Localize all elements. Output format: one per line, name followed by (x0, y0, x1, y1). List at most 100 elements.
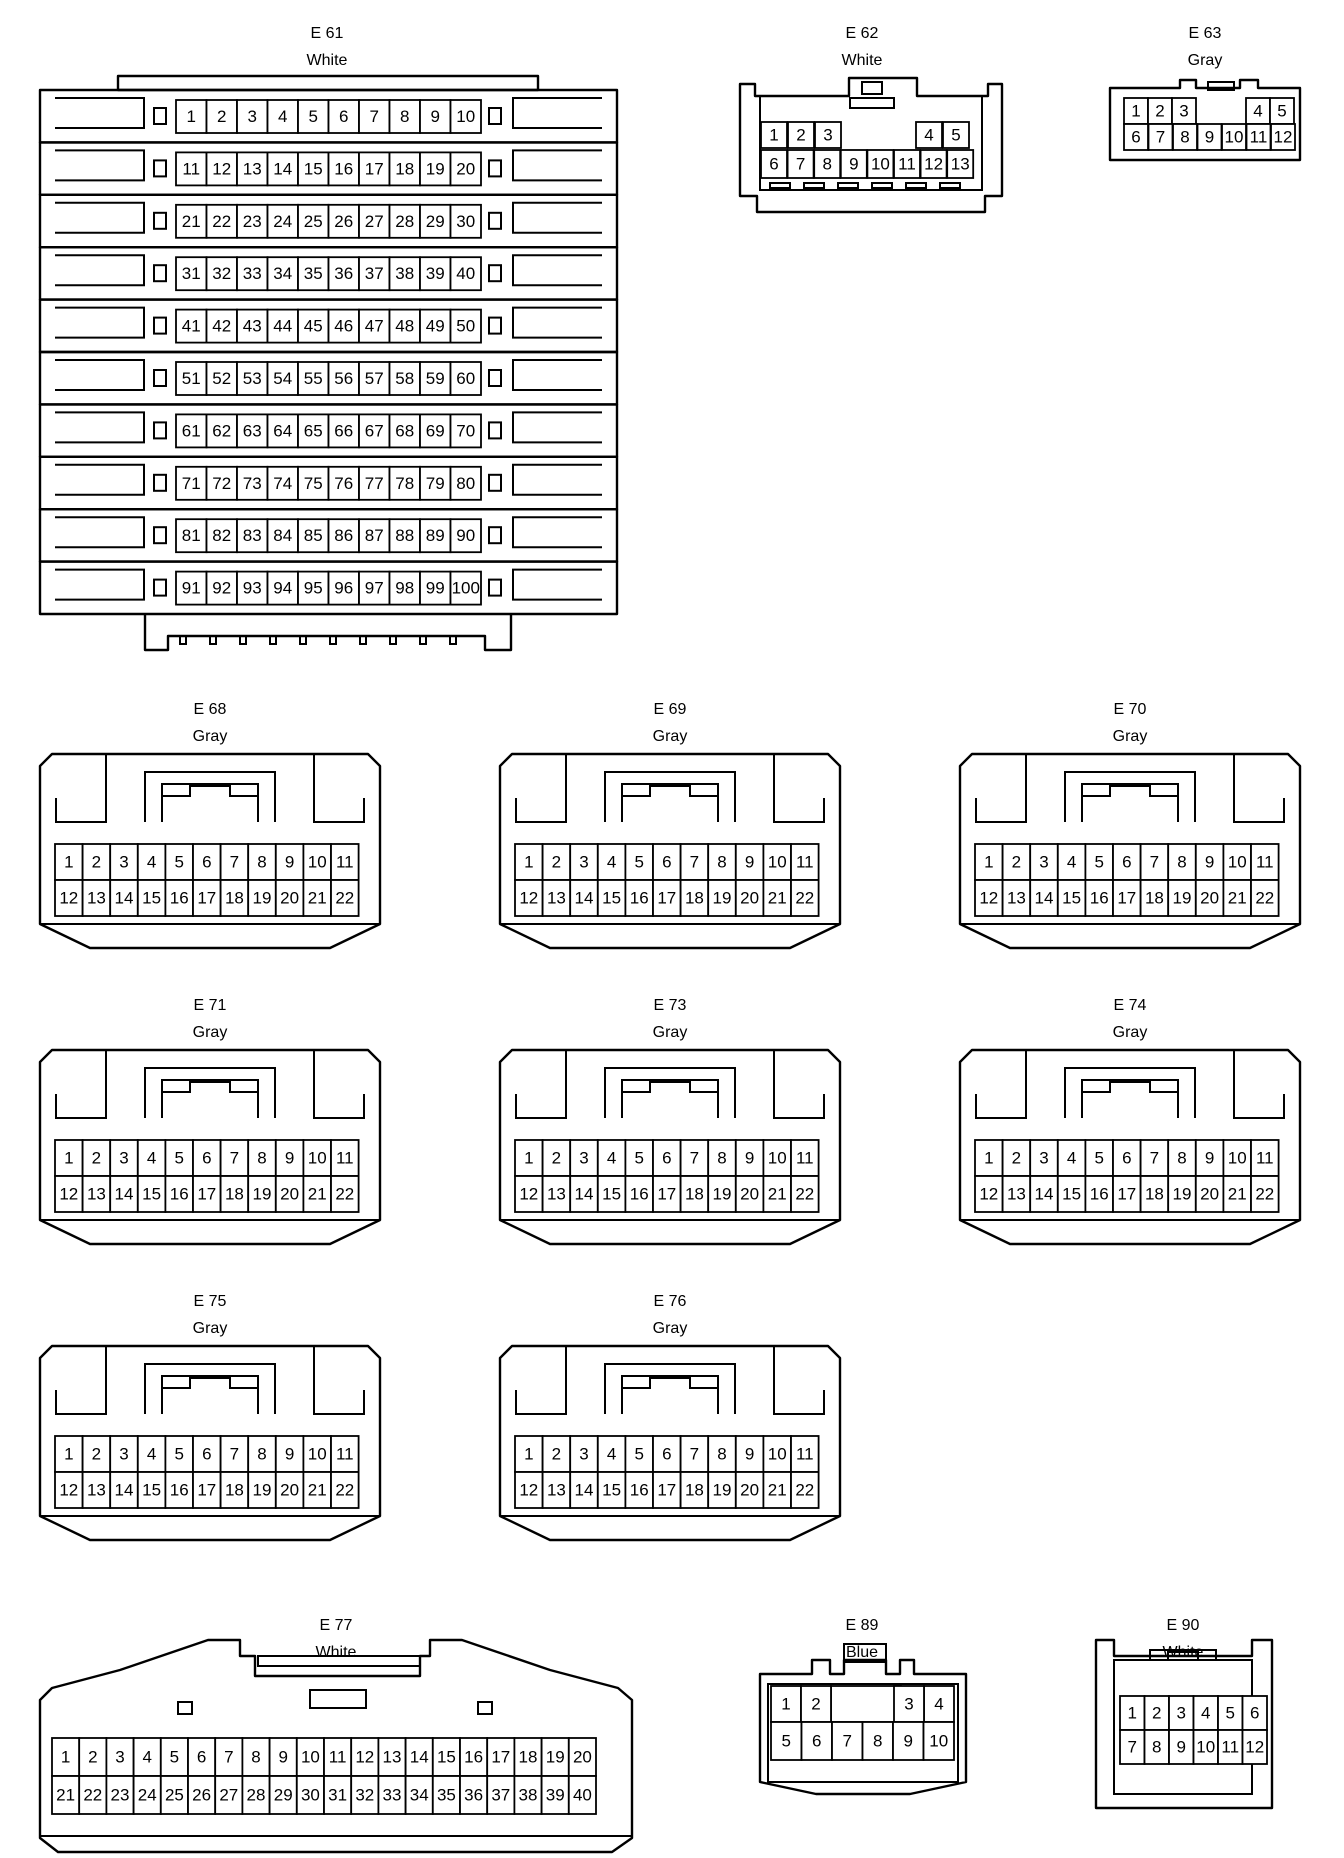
connector-id: E 62 (846, 25, 879, 42)
pin-number: 4 (607, 1148, 616, 1167)
pin-number: 64 (273, 421, 292, 440)
pin-cavity (734, 1175, 765, 1213)
connector-color: Gray (653, 1024, 688, 1041)
pin-number: 6 (1250, 1703, 1259, 1722)
pin-number: 38 (519, 1785, 538, 1804)
pin-number: 19 (253, 1184, 272, 1203)
pin-number: 10 (929, 1731, 948, 1750)
pin-cavity (760, 121, 788, 149)
pin-number: 9 (1205, 852, 1214, 871)
pin-cavity (175, 518, 208, 554)
housing-latch (512, 568, 602, 601)
pin-cavity (388, 413, 421, 449)
housing-body (758, 1658, 968, 1796)
pin-number: 84 (273, 526, 292, 545)
pin-cavity (219, 1175, 250, 1213)
pin-number: 7 (230, 852, 239, 871)
housing-lock-frame (1064, 1067, 1196, 1118)
pin-number: 4 (1201, 1703, 1210, 1722)
housing-lock-tab (1082, 1081, 1178, 1093)
pin-number: 13 (87, 888, 106, 907)
pin-number: 24 (273, 212, 292, 231)
pin-cavity (164, 1139, 194, 1177)
housing-lock-frame (604, 771, 736, 822)
pin-number: 11 (182, 159, 200, 178)
pin-number: 15 (304, 159, 323, 178)
housing-latch (1207, 81, 1235, 91)
pin-number: 5 (782, 1731, 791, 1750)
pin-cavity (1250, 1175, 1280, 1213)
pin-number: 2 (552, 1444, 561, 1463)
pin-number: 17 (1117, 888, 1136, 907)
pin-number: 10 (301, 1747, 320, 1766)
pin-number: 5 (634, 1148, 643, 1167)
housing-row-slot (38, 560, 619, 616)
pin-number: 8 (251, 1747, 260, 1766)
pin-number: 8 (822, 154, 831, 173)
pin-number: 9 (285, 1444, 294, 1463)
pin-cavity (330, 1175, 360, 1213)
pin-cavity (567, 1737, 597, 1777)
pin-number: 7 (690, 1444, 699, 1463)
pin-cavity (974, 1175, 1004, 1213)
connector-color: White (842, 52, 883, 69)
housing-latch (1149, 1649, 1217, 1660)
housing-latch (55, 359, 145, 391)
pin-number: 21 (768, 1480, 787, 1499)
pin-cavity (1241, 1729, 1268, 1765)
connector-color: White (1163, 1644, 1204, 1661)
pin-number: 28 (247, 1785, 266, 1804)
pin-number: 2 (1152, 1703, 1161, 1722)
lock-square (488, 264, 502, 283)
pin-number: 4 (1067, 1148, 1076, 1167)
pin-number: 21 (308, 888, 327, 907)
pin-cavity (81, 1471, 112, 1509)
pin-number: 4 (147, 852, 156, 871)
pin-number: 22 (1255, 888, 1274, 907)
pin-cavity (419, 518, 452, 554)
pin-cavity (449, 308, 482, 344)
pin-number: 19 (253, 1480, 272, 1499)
housing-latch (512, 201, 602, 234)
housing-latch (55, 306, 145, 339)
pin-number: 10 (1225, 127, 1244, 146)
pin-number: 11 (1250, 127, 1268, 146)
pin-number: 4 (607, 852, 616, 871)
pin-number: 29 (426, 212, 445, 231)
pin-number: 16 (170, 1480, 189, 1499)
pin-cavity (404, 1775, 434, 1815)
housing-window (477, 1701, 493, 1715)
pin-number: 19 (713, 1480, 732, 1499)
pin-number: 2 (1012, 852, 1021, 871)
housing-key (257, 1655, 421, 1667)
housing-side-latch (975, 754, 1027, 823)
pin-number: 74 (273, 474, 292, 493)
pin-number: 19 (1173, 1184, 1192, 1203)
pin-number: 7 (1150, 852, 1159, 871)
pin-number: 21 (182, 212, 201, 231)
housing-tooth (209, 635, 217, 645)
pin-number: 22 (795, 1184, 814, 1203)
pin-cavity (541, 879, 572, 917)
pin-cavity (1139, 879, 1170, 917)
pin-cavity (800, 1685, 832, 1723)
lock-square (488, 526, 502, 545)
pin-number: 6 (197, 1747, 206, 1766)
pin-cavity (350, 1775, 380, 1815)
pin-cavity (377, 1775, 407, 1815)
pin-number: 41 (182, 317, 201, 336)
pin-number: 63 (243, 421, 262, 440)
pin-number: 5 (1277, 101, 1286, 120)
housing-tooth (905, 182, 927, 189)
pin-number: 4 (1067, 852, 1076, 871)
pin-number: 12 (519, 888, 538, 907)
pin-number: 7 (230, 1148, 239, 1167)
pin-cavity (327, 518, 360, 554)
pin-cavity (327, 99, 360, 134)
housing-latch (512, 411, 602, 444)
pin-number: 9 (904, 1731, 913, 1750)
pin-cavity (1192, 1695, 1219, 1731)
pin-cavity (247, 843, 277, 881)
pin-number: 24 (138, 1785, 157, 1804)
pin-number: 5 (1094, 1148, 1103, 1167)
